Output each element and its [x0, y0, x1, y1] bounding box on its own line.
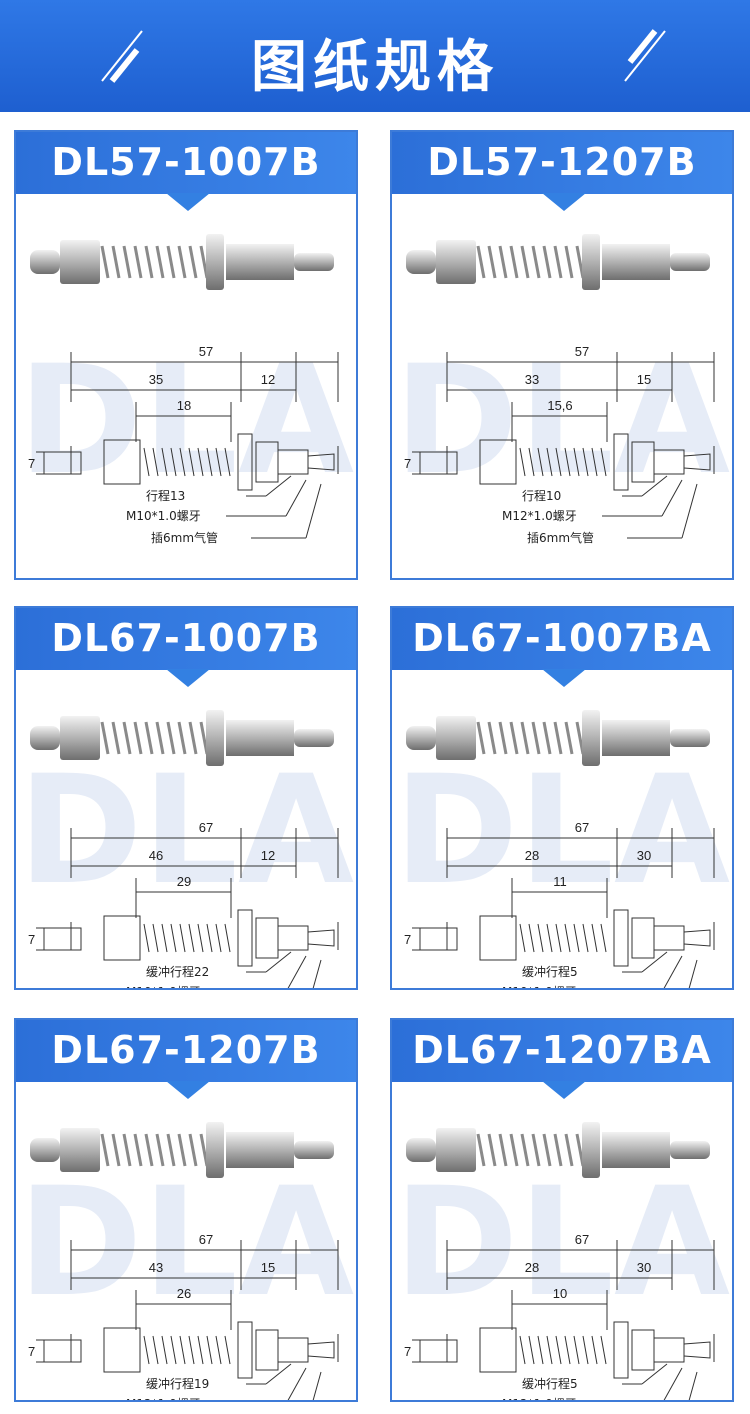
- product-card: DLA672830117缓冲行程5M10*1.0螺牙插6mm气管DL67-100…: [390, 606, 734, 990]
- product-photo: [30, 710, 334, 766]
- dimension-total: 67: [575, 820, 589, 835]
- dimension-total: 57: [575, 344, 589, 359]
- dimension-height: 7: [28, 456, 35, 471]
- dimension-right: 15: [261, 1260, 275, 1275]
- note-1: M10*1.0螺牙: [126, 509, 201, 523]
- note-0: 缓冲行程19: [146, 1376, 209, 1391]
- product-card: DLA674612297缓冲行程22M10*1.0螺牙插6mm气管DL67-10…: [14, 606, 358, 990]
- note-0: 缓冲行程5: [522, 964, 578, 979]
- note-2: 插6mm气管: [527, 530, 594, 545]
- dimension-spring: 15,6: [547, 398, 572, 413]
- page-header: 图纸规格: [0, 0, 750, 112]
- product-photo: [406, 1122, 710, 1178]
- note-2: 插6mm气管: [151, 530, 218, 545]
- watermark-logo: DLA: [394, 334, 730, 508]
- dimension-total: 67: [199, 820, 213, 835]
- note-0: 行程10: [522, 488, 561, 503]
- model-title: DL67-1207BA: [392, 1020, 732, 1082]
- badge-arrow-icon: [166, 669, 210, 687]
- model-title: DL57-1007B: [16, 132, 356, 194]
- watermark-logo: DLA: [394, 744, 730, 918]
- dimension-spring: 18: [177, 398, 191, 413]
- dimension-left: 28: [525, 848, 539, 863]
- badge-arrow-icon: [542, 193, 586, 211]
- note-1: M10*1.0螺牙: [126, 985, 201, 988]
- badge-arrow-icon: [166, 193, 210, 211]
- dimension-height: 7: [404, 932, 411, 947]
- dimension-left: 43: [149, 1260, 163, 1275]
- decorative-slash-right-icon: [624, 29, 666, 82]
- dimension-height: 7: [28, 1344, 35, 1359]
- dimension-left: 28: [525, 1260, 539, 1275]
- note-0: 行程13: [146, 488, 185, 503]
- note-0: 缓冲行程22: [146, 964, 209, 979]
- product-photo: [30, 234, 334, 290]
- model-title: DL67-1007B: [16, 608, 356, 670]
- dimension-right: 12: [261, 848, 275, 863]
- badge-arrow-icon: [542, 1081, 586, 1099]
- product-photo: [406, 234, 710, 290]
- product-photo: [30, 1122, 334, 1178]
- dimension-total: 57: [199, 344, 213, 359]
- watermark-logo: DLA: [18, 744, 354, 918]
- product-card: DLA672830107缓冲行程5M12*1.0螺牙插6mm气管DL67-120…: [390, 1018, 734, 1402]
- note-1: M12*1.0螺牙: [126, 1397, 201, 1400]
- decorative-slash-left-icon: [101, 30, 143, 83]
- watermark-logo: DLA: [18, 334, 354, 508]
- dimension-height: 7: [404, 456, 411, 471]
- dimension-spring: 11: [553, 874, 567, 889]
- badge-arrow-icon: [542, 669, 586, 687]
- watermark-logo: DLA: [394, 1156, 730, 1330]
- dimension-spring: 26: [177, 1286, 191, 1301]
- model-title: DL67-1207B: [16, 1020, 356, 1082]
- dimension-height: 7: [404, 1344, 411, 1359]
- dimension-left: 46: [149, 848, 163, 863]
- watermark-logo: DLA: [18, 1156, 354, 1330]
- note-1: M12*1.0螺牙: [502, 1397, 577, 1400]
- dimension-right: 12: [261, 372, 275, 387]
- dimension-right: 30: [637, 1260, 651, 1275]
- note-0: 缓冲行程5: [522, 1376, 578, 1391]
- product-card: DLA674315267缓冲行程19M12*1.0螺牙插6mm气管DL67-12…: [14, 1018, 358, 1402]
- dimension-right: 15: [637, 372, 651, 387]
- dimension-spring: 10: [553, 1286, 567, 1301]
- dimension-height: 7: [28, 932, 35, 947]
- model-title: DL67-1007BA: [392, 608, 732, 670]
- dimension-total: 67: [575, 1232, 589, 1247]
- dimension-left: 35: [149, 372, 163, 387]
- badge-arrow-icon: [166, 1081, 210, 1099]
- product-photo: [406, 710, 710, 766]
- model-title: DL57-1207B: [392, 132, 732, 194]
- page-title: 图纸规格: [251, 35, 499, 100]
- dimension-total: 67: [199, 1232, 213, 1247]
- note-1: M12*1.0螺牙: [502, 509, 577, 523]
- dimension-spring: 29: [177, 874, 191, 889]
- dimension-left: 33: [525, 372, 539, 387]
- note-1: M10*1.0螺牙: [502, 985, 577, 988]
- dimension-right: 30: [637, 848, 651, 863]
